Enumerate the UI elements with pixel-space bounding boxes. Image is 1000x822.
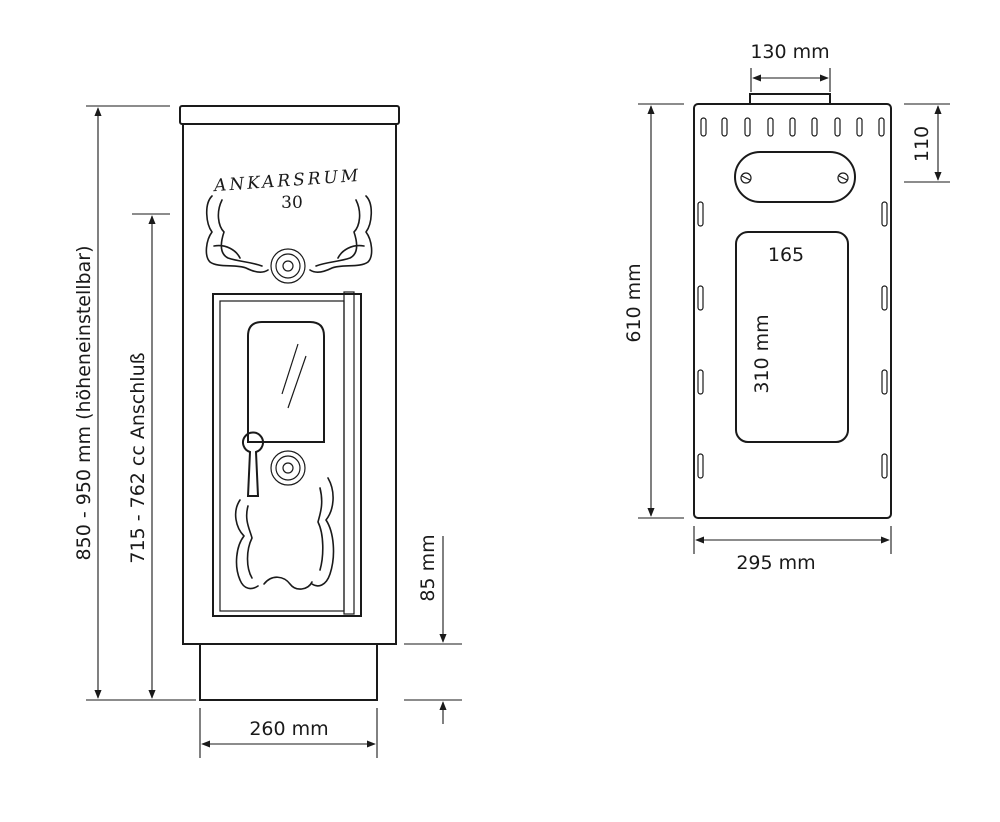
top-dimensions — [638, 68, 950, 554]
stove-lid — [179, 105, 400, 125]
label-total-height: 850 - 950 mm (höheneinstellbar) — [73, 246, 95, 561]
door-inner — [219, 300, 345, 612]
label-plate-length: 310 mm — [751, 314, 773, 393]
rosette-top — [270, 248, 306, 284]
brand-text: ANKARSRUM — [211, 166, 361, 196]
stove-base — [199, 643, 378, 701]
label-plate-width: 165 — [768, 244, 804, 266]
door-ornament-left — [234, 499, 259, 590]
top-view-cooktop — [693, 93, 892, 519]
door-window — [247, 321, 325, 443]
cooktop-outline — [693, 103, 892, 519]
label-base-height: 85 mm — [417, 534, 439, 601]
screw-icon — [740, 172, 752, 184]
model-number: 30 — [281, 193, 303, 213]
glass-reflection-2 — [287, 355, 307, 409]
door-ornament-bottom — [263, 576, 313, 590]
hot-plate-area — [735, 231, 849, 443]
screw-icon — [837, 172, 849, 184]
ornament-left — [205, 195, 269, 273]
rosette-door — [270, 450, 306, 486]
door-ornament-right — [311, 477, 335, 587]
front-dimensions — [86, 105, 462, 758]
label-connection-height: 715 - 762 cc Anschluß — [127, 352, 149, 563]
label-cooktop-width: 295 mm — [736, 552, 815, 574]
stove-door — [212, 293, 362, 617]
label-flue-offset: 110 — [911, 126, 933, 162]
vent-slots-right — [881, 201, 888, 479]
oval-lid-plate — [734, 151, 856, 203]
glass-reflection-1 — [281, 343, 299, 395]
front-view-stove: ANKARSRUM 30 — [179, 105, 400, 701]
vent-slots-top — [700, 117, 885, 137]
vent-slots-left — [697, 201, 704, 479]
label-depth: 610 mm — [623, 263, 645, 342]
ornament-right — [309, 195, 373, 273]
label-flue-width: 130 mm — [750, 41, 829, 63]
keyhole — [242, 431, 264, 497]
label-width: 260 mm — [249, 718, 328, 740]
flue-collar — [749, 93, 831, 105]
door-hinge — [343, 291, 355, 615]
